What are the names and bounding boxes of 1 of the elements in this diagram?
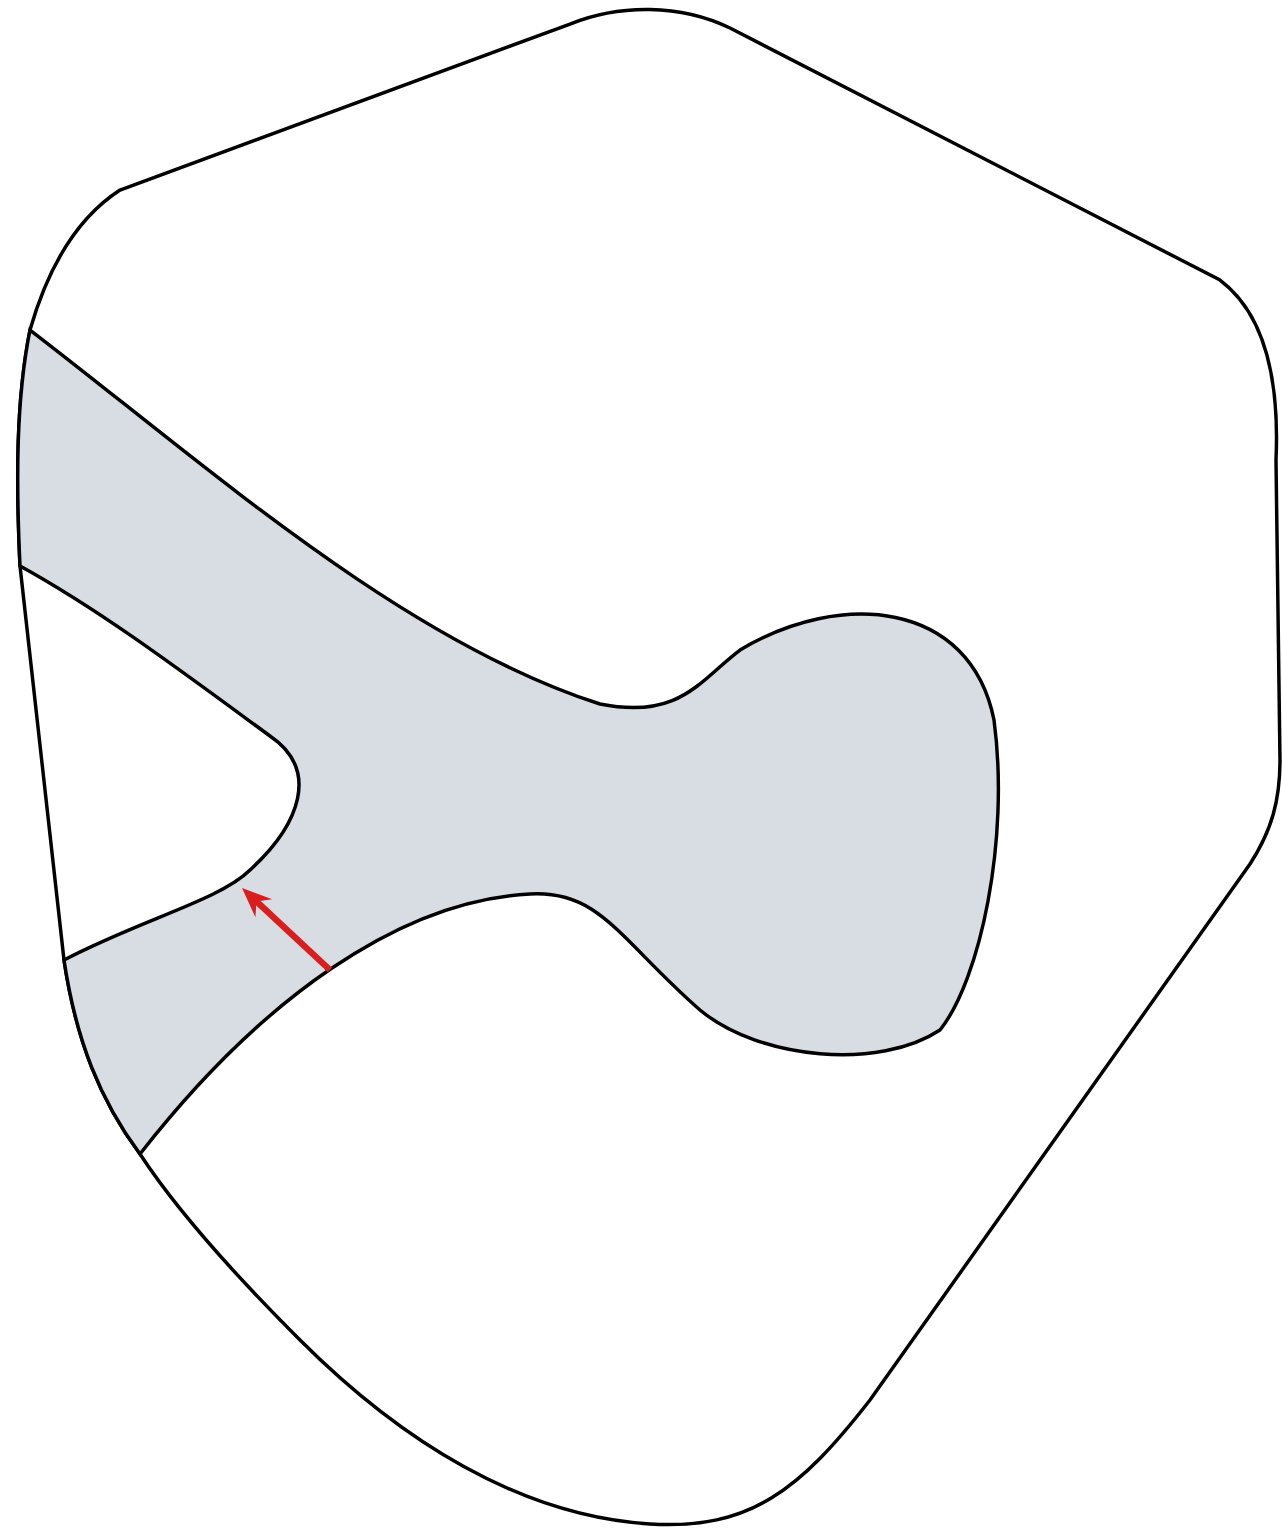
shaded-region-drawing — [15, 328, 1001, 1156]
